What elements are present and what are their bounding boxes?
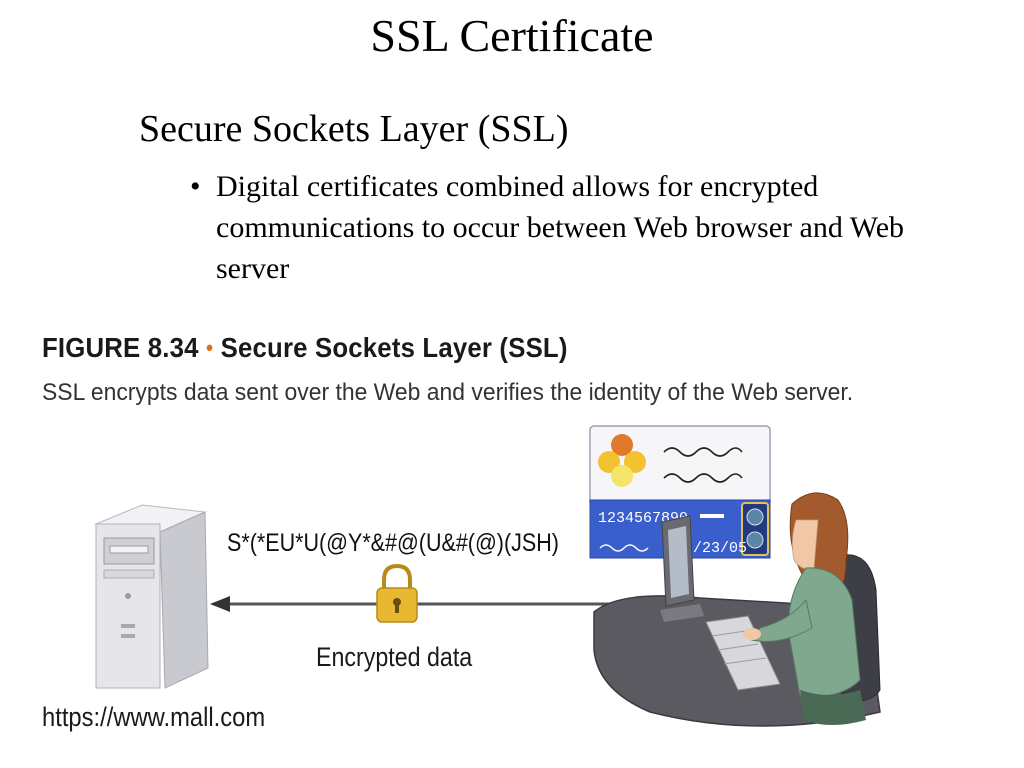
encrypted-data-arrow [210, 596, 632, 612]
server-icon [94, 504, 209, 689]
bullet-marker: • [190, 170, 201, 203]
card-expiry: 5/23/05 [684, 540, 747, 557]
figure-label: FIGURE 8.34 •Secure Sockets Layer (SSL) [42, 330, 568, 366]
section-heading: Secure Sockets Layer (SSL) [139, 108, 569, 150]
credit-card-icon [589, 425, 771, 559]
padlock-icon [376, 563, 418, 623]
figure-name: Secure Sockets Layer (SSL) [220, 332, 568, 363]
user-at-computer-icon [593, 492, 881, 727]
bullet-text: Digital certificates combined allows for… [216, 170, 905, 285]
figure-number: FIGURE 8.34 [42, 332, 199, 363]
bullet-item: • Digital certificates combined allows f… [190, 166, 950, 289]
encrypted-data-label: Encrypted data [316, 642, 473, 672]
ciphertext-label: S*(*EU*U(@Y*&#@(U&#(@)(JSH) [227, 529, 559, 557]
figure-caption: SSL encrypts data sent over the Web and … [42, 379, 854, 406]
figure-separator: • [206, 335, 214, 360]
slide-title: SSL Certificate [370, 10, 654, 61]
server-url-label: https://www.mall.com [42, 702, 266, 732]
